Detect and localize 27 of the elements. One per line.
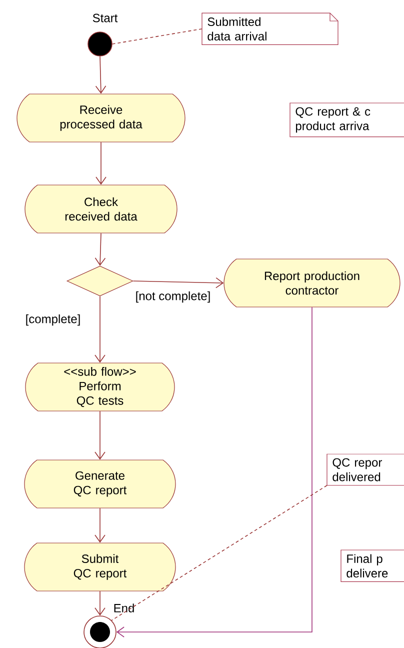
note-box: Submitted data arrival — [202, 12, 338, 46]
connector-line — [111, 485, 328, 621]
note-box: QC repor delivered — [326, 454, 404, 486]
arrow — [94, 590, 106, 616]
edge-label: [complete] — [24, 313, 82, 327]
action-box: <<sub flow>> Perform QC tests — [25, 362, 175, 412]
action-box: Report production contractor — [224, 258, 400, 308]
action-box: Submit QC report — [24, 542, 176, 592]
start-node — [88, 32, 112, 56]
arrow — [116, 306, 312, 638]
arrow — [94, 508, 106, 543]
arrow — [132, 277, 224, 288]
connector-line — [112, 28, 202, 44]
arrow — [94, 296, 106, 363]
arrow — [96, 142, 106, 185]
action-box: Check received data — [24, 184, 178, 234]
node-caption: End — [114, 604, 134, 612]
node-caption: Start — [92, 14, 118, 22]
action-box: Receive processed data — [16, 94, 186, 142]
arrow — [94, 410, 106, 460]
end-node — [84, 616, 116, 648]
arrow — [94, 232, 106, 266]
arrow — [95, 56, 106, 94]
action-box: Generate QC report — [24, 460, 176, 508]
note-box: Final p delivere — [340, 550, 404, 582]
edge-label: [not complete] — [134, 290, 212, 304]
note-box: QC report & c product arriva — [290, 102, 404, 138]
